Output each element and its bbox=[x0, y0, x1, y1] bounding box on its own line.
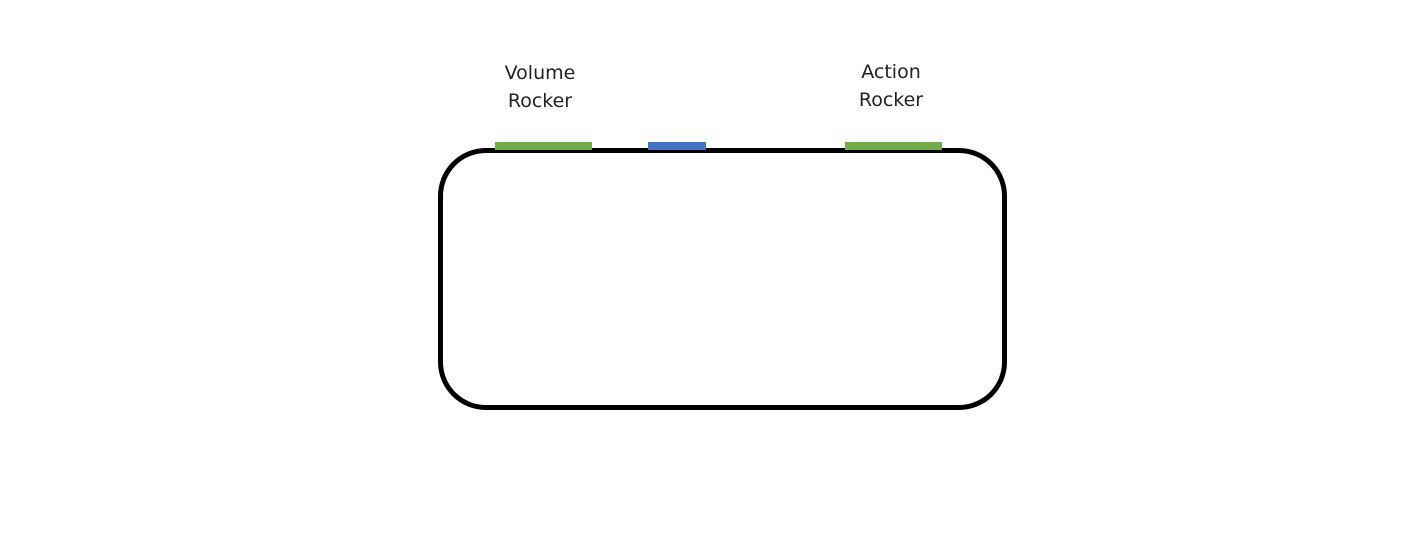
volume-rocker-button bbox=[495, 142, 592, 150]
action-rocker-button bbox=[845, 142, 942, 150]
volume-rocker-label-line-2: Rocker bbox=[507, 90, 573, 112]
action-rocker-label-line-2: Rocker bbox=[858, 89, 924, 111]
center-button bbox=[648, 142, 706, 150]
action-rocker-label: Action Rocker bbox=[831, 58, 951, 114]
device-body-outline bbox=[438, 148, 1007, 410]
volume-rocker-label-line-1: Volume bbox=[504, 62, 576, 84]
action-rocker-label-line-1: Action bbox=[861, 61, 921, 83]
volume-rocker-label: Volume Rocker bbox=[480, 59, 600, 115]
